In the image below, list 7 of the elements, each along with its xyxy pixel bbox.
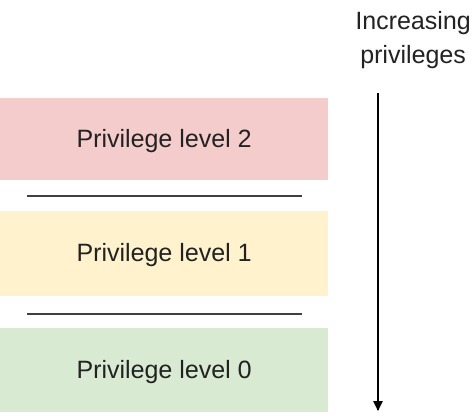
level-box: [0, 98, 328, 180]
level-box: [0, 328, 328, 412]
level-label: Privilege level 1: [76, 239, 252, 268]
axis-label: Increasing privileges: [355, 6, 471, 71]
level-box: [0, 211, 328, 296]
level-label: Privilege level 2: [76, 124, 252, 154]
level-label: Privilege level 0: [76, 356, 252, 384]
